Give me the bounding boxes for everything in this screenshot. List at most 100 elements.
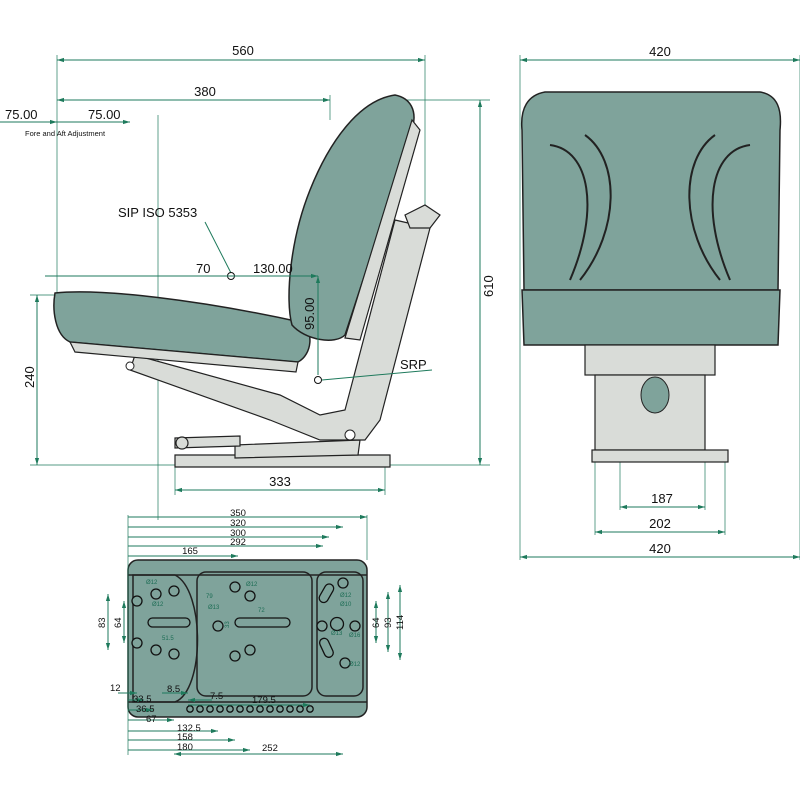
plate-dim-179-5: 179.5 bbox=[252, 695, 276, 706]
hole bbox=[349, 620, 361, 632]
plate-dim-83: 83 bbox=[97, 617, 108, 628]
plate-dim-67: 67 bbox=[146, 714, 157, 725]
backrest-shell bbox=[344, 118, 421, 341]
plate-dim-114: 114 bbox=[395, 615, 406, 630]
hole-labels: Ø12 Ø12 79 Ø13 33 51.5 72 Ø12 Ø12 Ø10 Ø1… bbox=[146, 580, 361, 668]
dim-rail-inner: 187 bbox=[651, 491, 673, 506]
plate-dim-8-5: 8.5 bbox=[167, 684, 180, 695]
hole-label: 51.5 bbox=[162, 636, 174, 642]
adjust-caption: Fore and Aft Adjustment bbox=[25, 129, 106, 138]
plate-section-right bbox=[316, 571, 364, 697]
plate-bottom-holes bbox=[186, 705, 314, 713]
plate-dim-33-5: 33.5 bbox=[133, 694, 152, 705]
slot bbox=[234, 617, 291, 628]
hole-label: Ø13 bbox=[331, 631, 343, 637]
slot bbox=[318, 583, 335, 604]
adjust-lever bbox=[174, 435, 241, 449]
shock-absorber bbox=[640, 376, 670, 414]
plate-dim-252: 252 bbox=[262, 743, 278, 754]
hole bbox=[337, 577, 349, 589]
hole-label: Ø12 bbox=[340, 593, 352, 599]
seat-suspension-frame bbox=[129, 219, 431, 441]
side-view: 560 380 75.00 75.00 Fore and Aft Adjustm… bbox=[0, 43, 496, 520]
dim-height-seat: 240 bbox=[22, 366, 37, 388]
suspension-top bbox=[584, 344, 716, 376]
plate-dim-64-right: 64 bbox=[371, 617, 382, 628]
dim-height-total: 610 bbox=[481, 275, 496, 297]
slide-base bbox=[234, 439, 361, 459]
plate-dim-7-5: 7.5 bbox=[210, 691, 223, 702]
hole bbox=[229, 581, 241, 593]
right-dimensions: 64 93 114 bbox=[371, 585, 406, 660]
pivot-bolt bbox=[344, 429, 356, 441]
dim-width-bottom: 420 bbox=[649, 541, 671, 556]
hole-label: Ø10 bbox=[340, 602, 352, 608]
bottom-dimensions: 12 33.5 36.5 67 8.5 7.5 179.5 132.5 158 … bbox=[110, 683, 343, 757]
hole-label: 33 bbox=[225, 621, 231, 628]
plate-section-middle bbox=[196, 571, 313, 697]
plate-dim-12: 12 bbox=[110, 683, 121, 694]
plate-dim-180: 180 bbox=[177, 742, 193, 753]
sip-leader bbox=[204, 221, 232, 274]
hole-label: Ø12 bbox=[146, 580, 158, 586]
backrest-front bbox=[520, 91, 782, 291]
hole bbox=[316, 620, 328, 632]
srp-label: SRP bbox=[400, 357, 427, 372]
dim-adjust-left: 75.00 bbox=[5, 107, 38, 122]
backrest-contour-right bbox=[688, 134, 751, 281]
hole bbox=[329, 616, 345, 632]
lever-knob bbox=[175, 436, 189, 450]
front-view: 420 187 202 420 bbox=[519, 44, 800, 560]
left-dimensions: 83 64 bbox=[97, 594, 127, 650]
dim-sip-front: 70 bbox=[196, 261, 210, 276]
hole bbox=[212, 620, 224, 632]
hole-label: Ø13 bbox=[208, 605, 220, 611]
slot bbox=[318, 637, 334, 658]
dim-sip-height: 95.00 bbox=[302, 297, 317, 330]
dim-backrest-depth: 380 bbox=[194, 84, 216, 99]
hole bbox=[131, 637, 143, 649]
plate-dim-64: 64 bbox=[113, 617, 124, 628]
dim-sip-back: 130.00 bbox=[253, 261, 293, 276]
hole bbox=[244, 590, 256, 602]
backrest-adjust-knob bbox=[404, 204, 441, 229]
hole-label: 72 bbox=[258, 608, 265, 614]
rail-base bbox=[591, 449, 729, 463]
hole-label: Ø16 bbox=[349, 633, 361, 639]
hole bbox=[168, 648, 180, 660]
dim-rail-outer: 202 bbox=[649, 516, 671, 531]
backrest-contour-left bbox=[549, 134, 612, 281]
srp-point-icon bbox=[314, 376, 322, 384]
hole-label: 79 bbox=[206, 594, 213, 600]
seat-pan bbox=[68, 341, 299, 373]
hole-label: Ø12 bbox=[349, 662, 361, 668]
dim-adjust-right: 75.00 bbox=[88, 107, 121, 122]
slot bbox=[147, 617, 191, 628]
hole bbox=[150, 588, 162, 600]
dim-rail-length: 333 bbox=[269, 474, 291, 489]
dim-width-top: 420 bbox=[649, 44, 671, 59]
hole-label: Ø12 bbox=[152, 602, 164, 608]
hole bbox=[150, 644, 162, 656]
sip-label: SIP ISO 5353 bbox=[118, 205, 197, 220]
dim-overall-length: 560 bbox=[232, 43, 254, 58]
plate-dim-165: 165 bbox=[182, 546, 198, 557]
plate-dim-320: 320 bbox=[230, 518, 246, 529]
plate-dim-350: 350 bbox=[230, 508, 246, 519]
plate-dim-93: 93 bbox=[383, 617, 394, 628]
plate-dim-300: 300 bbox=[230, 528, 246, 539]
pivot-bolt bbox=[125, 361, 135, 371]
mounting-holes bbox=[131, 577, 361, 669]
plate-dim-158: 158 bbox=[177, 732, 193, 743]
plate-dim-132-5: 132.5 bbox=[177, 723, 201, 734]
hole bbox=[131, 595, 143, 607]
seat-cushion-front bbox=[521, 289, 781, 346]
hole-label: Ø12 bbox=[246, 582, 258, 588]
hole bbox=[339, 657, 351, 669]
top-dimensions: 350 320 300 292 165 bbox=[128, 508, 367, 559]
plate-dim-292: 292 bbox=[230, 537, 246, 548]
plate-dim-36-5: 36.5 bbox=[136, 704, 155, 715]
srp-leader bbox=[321, 369, 433, 381]
hole bbox=[229, 650, 241, 662]
